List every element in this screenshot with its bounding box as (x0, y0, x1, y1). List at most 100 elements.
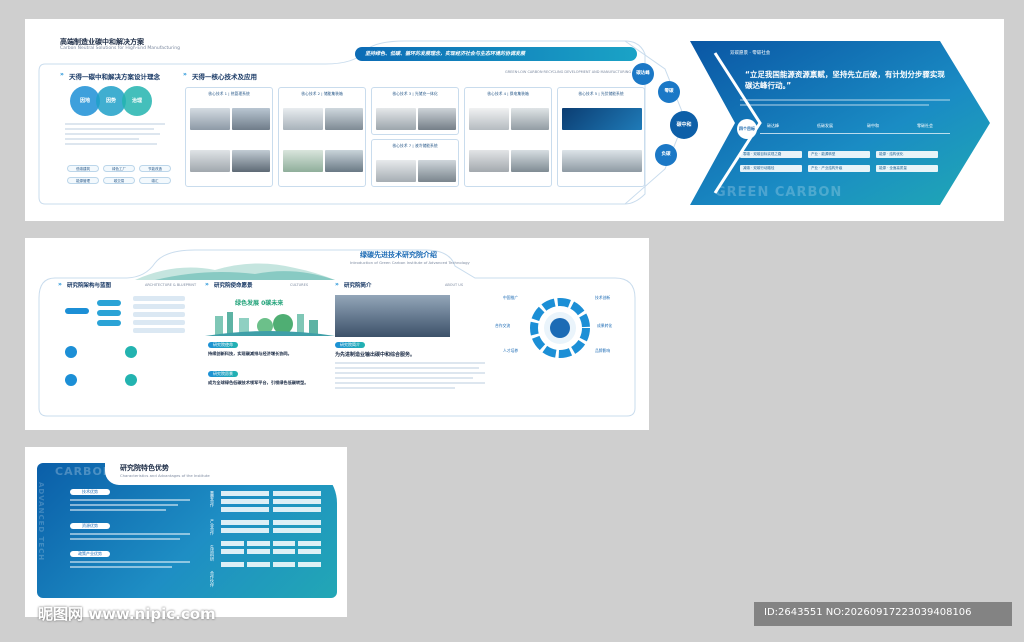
equipment-photo (283, 108, 323, 130)
ring-diagram (530, 298, 590, 358)
ring-label-1: 中国推广 (503, 295, 519, 300)
node-carbon-peak: 碳达峰 (632, 63, 654, 85)
equipment-photo (190, 150, 230, 172)
p2-sec3: 研究院简介 (344, 283, 372, 289)
watermark-advanced-tech: ADVANCED TECH (37, 482, 45, 562)
chevron-icon: » (183, 71, 187, 78)
ring-label-2: 技术创新 (595, 295, 611, 300)
landscape-illustration (135, 263, 335, 280)
equipment-photo (469, 150, 509, 172)
equipment-photo (190, 108, 230, 130)
chevron-icon: » (335, 281, 339, 288)
stage-1: 碳达峰 (767, 123, 779, 128)
p2-sec2-en: CULTURES (290, 283, 309, 287)
venn-circle-1: 因地 (70, 86, 100, 116)
adv-tag-2: 资源优势 (70, 523, 110, 529)
image-id-bar (754, 602, 1012, 626)
sec1-title: 天得一碳中和解决方案设计理念 (69, 73, 160, 81)
panel1-title: 高端制造业碳中和解决方案 (60, 38, 144, 46)
vision-label: 双碳愿景 · 零碳社会 (730, 51, 771, 56)
tech-card-2: 核心技术 2 | 储能集装箱 (278, 87, 366, 187)
advantages-header-cutout (105, 457, 345, 485)
sec2-title: 天得一核心技术及应用 (192, 73, 257, 81)
vision-lines (740, 99, 950, 109)
slogan-en: GREEN·LOW CARBON·RECYCLING DEVELOPMENT A… (505, 70, 632, 74)
panel2-title: 绿碳先进技术研究院介绍 (360, 251, 437, 259)
watermark-carbon: CARBON (55, 465, 113, 478)
equipment-photo (376, 160, 416, 182)
panel-institute-intro: 绿碳先进技术研究院介绍 Introduction of Green Carbon… (25, 238, 649, 430)
vision-tag-3: 能源 · 结构优化 (876, 151, 938, 158)
intro-body (335, 362, 485, 392)
site-logo: 昵图网 www.nipic.com (38, 605, 216, 623)
pill-1: 低碳建筑 (67, 165, 99, 172)
partner-grid (221, 491, 321, 570)
equipment-photo (562, 150, 642, 172)
vision-quote: “立足我国能源资源禀赋，坚持先立后破，有计划分步骤实现碳达峰行动。” (745, 70, 945, 90)
vision-arrow-shape (690, 41, 990, 205)
equipment-photo (232, 150, 270, 172)
tech-card-7: 核心技术 7 | 液冷储能系统 (371, 139, 459, 187)
vision-tag-2: 产业 · 能源转型 (808, 151, 870, 158)
vision-timeline (760, 133, 950, 134)
panel2-frame (38, 249, 636, 417)
equipment-photo (418, 160, 456, 182)
slogan-banner (355, 47, 637, 61)
ring-label-3: 合作交流 (495, 323, 511, 328)
image-id-text: ID:2643551 NO:20260917223039408106 (764, 607, 972, 618)
pill-2: 绿色工厂 (103, 165, 135, 172)
equipment-photo (418, 108, 456, 130)
equipment-photo (469, 108, 509, 130)
node-zero-carbon: 零碳 (658, 81, 680, 103)
mission-slogan: 绿色发展 0碳未来 (235, 300, 284, 307)
mission-text: 持续创新科技，实现碳减排与经济增长协同。 (208, 351, 292, 356)
blueprint-icon-3 (65, 374, 77, 386)
panel-carbon-solutions: 高端制造业碳中和解决方案 Carbon Neutral Solutions fo… (25, 19, 1004, 221)
vision-text: 成为全球绿色低碳技术领军平台，引领绿色低碳转型。 (208, 380, 309, 385)
adv-tag-1: 技术优势 (70, 489, 110, 495)
stage-2: 低碳发展 (817, 123, 833, 128)
stage-4: 零碳社会 (917, 123, 933, 128)
watermark-green-carbon: GREEN CARBON (715, 185, 843, 200)
vision-tag-6: 能源 · 全面高质量 (876, 165, 938, 172)
ring-label-4: 成果转化 (597, 323, 613, 328)
dashboard-photo (562, 108, 642, 130)
p2-sec1-en: ARCHITECTURE & BLUEPRINT (145, 283, 197, 287)
chevron-icon: » (205, 281, 209, 288)
intro-heading: 为先进制造业输出碳中和综合服务。 (335, 352, 416, 358)
tech-card-5: 核心技术 5 | 光伏储能系统 (557, 87, 645, 187)
equipment-photo (376, 108, 416, 130)
intro-tag: 研究院简介 (335, 342, 365, 348)
equipment-photo (325, 150, 363, 172)
stage-3: 碳中和 (867, 123, 879, 128)
panel1-subtitle: Carbon Neutral Solutions for High-End Ma… (60, 46, 180, 51)
node-negative-carbon: 负碳 (655, 144, 677, 166)
panel2-subtitle: Introduction of Green Carbon Institute o… (350, 260, 470, 265)
tech-card-4: 核心技术 4 | 换电集装箱 (464, 87, 552, 187)
side-label-4: 合作伙伴 (210, 571, 215, 587)
ring-label-6: 品牌影响 (595, 348, 611, 353)
p2-sec3-en: ABOUT US (445, 283, 464, 287)
tech-card-3: 核心技术 3 | 光储充一体化 (371, 87, 459, 135)
ring-label-5: 人才培养 (503, 348, 519, 353)
panel3-subtitle: Characteristics and Advantages of the In… (120, 473, 210, 478)
mission-tag: 研究院使命 (208, 342, 238, 348)
panel3-title: 研究院特色优势 (120, 464, 169, 472)
p2-sec1: 研究院架构与蓝图 (67, 283, 112, 289)
venn-circle-2: 因势 (96, 86, 126, 116)
venn-desc-lines (65, 123, 170, 148)
side-label-1: 重要合作 (210, 491, 215, 507)
venn-circle-3: 治理 (122, 86, 152, 116)
slogan-text: 坚持绿色、低碳、循环的发展理念，实现经济社会与生态环境的协调发展 (365, 51, 526, 57)
equipment-photo (232, 108, 270, 130)
chevron-icon: » (58, 281, 62, 288)
pill-4: 能源管理 (67, 177, 99, 184)
green-city-illustration (205, 312, 335, 336)
vision-tag-4: 减碳 · 双碳行动路径 (740, 165, 802, 172)
pill-3: 节能改造 (139, 165, 171, 172)
tech-card-1: 核心技术 1 | 热管理系统 (185, 87, 273, 187)
adv-lines-2 (70, 533, 190, 543)
org-chart (65, 296, 195, 341)
equipment-photo (325, 108, 363, 130)
adv-lines-1 (70, 499, 190, 514)
